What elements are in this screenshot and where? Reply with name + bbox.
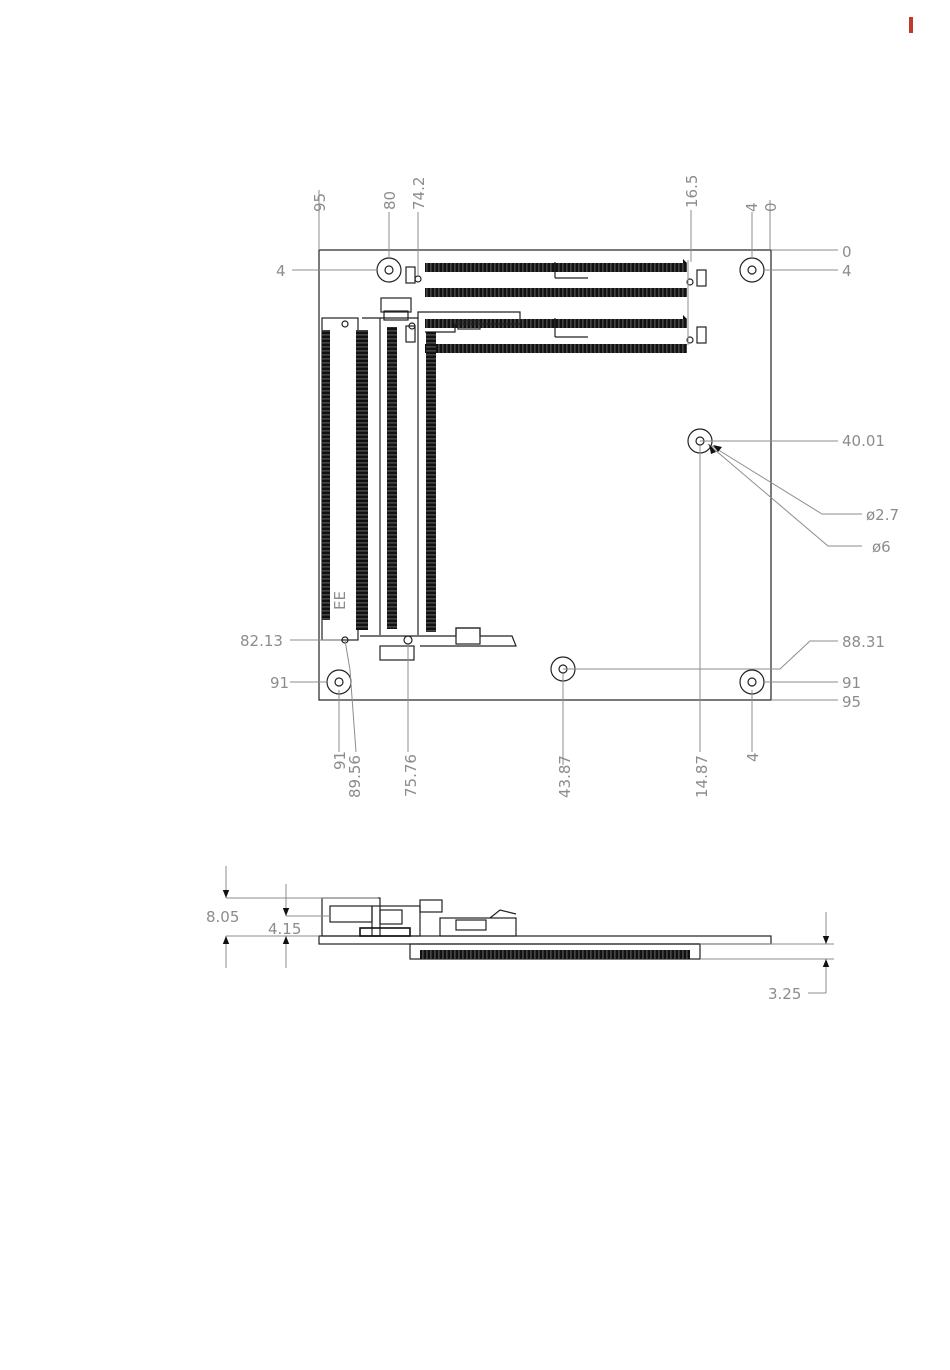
bottom-label-4: 4 (744, 752, 762, 762)
top-label-95: 95 (311, 193, 329, 212)
left-label-4: 4 (276, 262, 286, 280)
top-label-74-2: 74.2 (410, 177, 428, 210)
left-label-91: 91 (270, 674, 289, 692)
right-label-40-01: 40.01 (842, 432, 885, 450)
right-label-95: 95 (842, 693, 861, 711)
top-label-4: 4 (743, 202, 761, 212)
connector-icon: EE (322, 318, 436, 643)
connector-icon (360, 628, 516, 660)
bottom-label-89-56: 89.56 (346, 755, 364, 798)
circuit-board-icon (319, 936, 771, 944)
right-label-0: 0 (842, 243, 852, 261)
top-label-0: 0 (762, 202, 780, 212)
side-label-4-15: 4.15 (268, 920, 301, 938)
right-label-91: 91 (842, 674, 861, 692)
side-view: 8.05 4.15 3.25 (206, 866, 834, 1003)
right-label-88-31: 88.31 (842, 633, 885, 651)
left-label-82-13: 82.13 (240, 632, 283, 650)
right-label-4: 4 (842, 262, 852, 280)
bottom-label-43-87: 43.87 (556, 755, 574, 798)
connector-icon (406, 259, 706, 353)
callout-hole-2-7: ø2.7 (866, 506, 899, 524)
callout-hole-6: ø6 (872, 538, 891, 556)
side-label-3-25: 3.25 (768, 985, 801, 1003)
top-label-16-5: 16.5 (683, 175, 701, 208)
side-label-8-05: 8.05 (206, 908, 239, 926)
svg-text:EE: EE (331, 591, 349, 610)
bottom-label-14-87: 14.87 (693, 755, 711, 798)
bottom-label-75-76: 75.76 (402, 754, 420, 797)
top-label-80: 80 (381, 191, 399, 210)
top-view: EE 95 80 74.2 16.5 4 0 91 89.56 75.76 43 (240, 175, 899, 798)
